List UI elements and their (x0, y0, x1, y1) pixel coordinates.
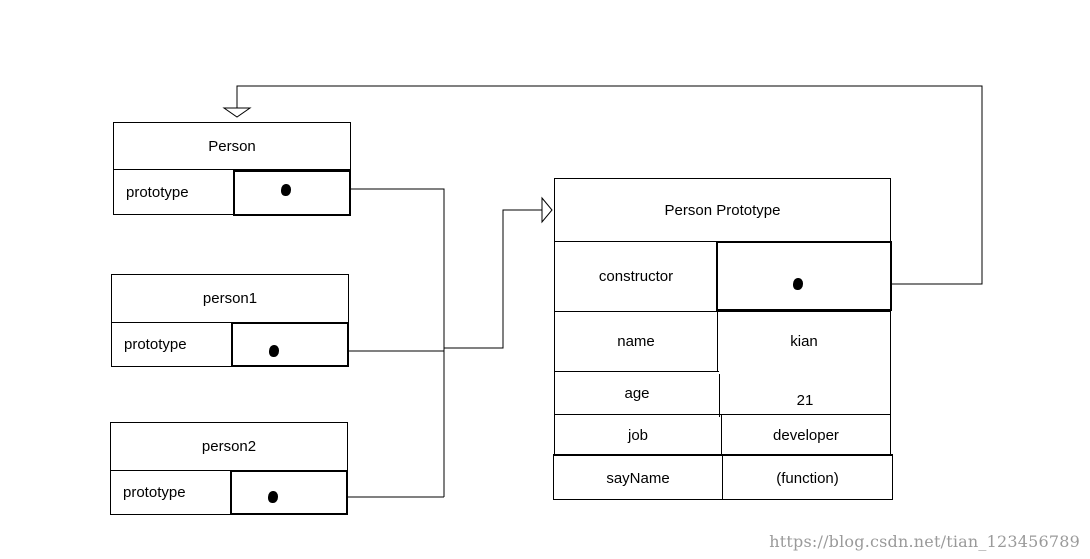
person-box: Person prototype (113, 122, 351, 215)
arrow-to-prototype (541, 196, 553, 224)
person1-box: person1 prototype (111, 274, 349, 367)
person-title: Person (114, 123, 350, 170)
person2-title: person2 (111, 423, 347, 471)
row-job-value: developer (721, 414, 890, 455)
watermark: https://blog.csdn.net/tian_123456789 (769, 532, 1080, 551)
constructor-pointer (793, 278, 803, 290)
person1-prototype-slot (231, 322, 349, 367)
person-prototype-label: prototype (126, 183, 189, 201)
person1-prototype-pointer (269, 345, 279, 357)
person-prototype-pointer (281, 184, 291, 196)
person2-prototype-pointer (268, 491, 278, 503)
row-sayname: sayName (function) (553, 454, 893, 500)
arrow-to-person (222, 107, 252, 118)
row-job-key: job (555, 414, 721, 455)
row-constructor-value (716, 241, 892, 311)
prototype-pointer-link (444, 209, 542, 349)
person-prototype-title: Person Prototype (555, 179, 890, 242)
row-age-key: age (555, 371, 719, 414)
row-age-value: 21 (719, 374, 890, 417)
row-name-key: name (555, 311, 717, 371)
person2-box: person2 prototype (110, 422, 348, 515)
constructor-link (236, 85, 983, 285)
row-sayname-value: (function) (722, 456, 892, 500)
person2-prototype-slot (230, 470, 348, 515)
row-name-value: kian (717, 311, 890, 371)
person1-prototype-label: prototype (124, 336, 187, 353)
person-prototype-box: Person Prototype constructor name kian a… (554, 178, 891, 500)
row-sayname-key: sayName (606, 469, 670, 487)
row-constructor-key: constructor (598, 268, 674, 285)
person2-prototype-label: prototype (123, 484, 186, 501)
person-prototype-slot (233, 170, 351, 216)
person1-title: person1 (112, 275, 348, 323)
